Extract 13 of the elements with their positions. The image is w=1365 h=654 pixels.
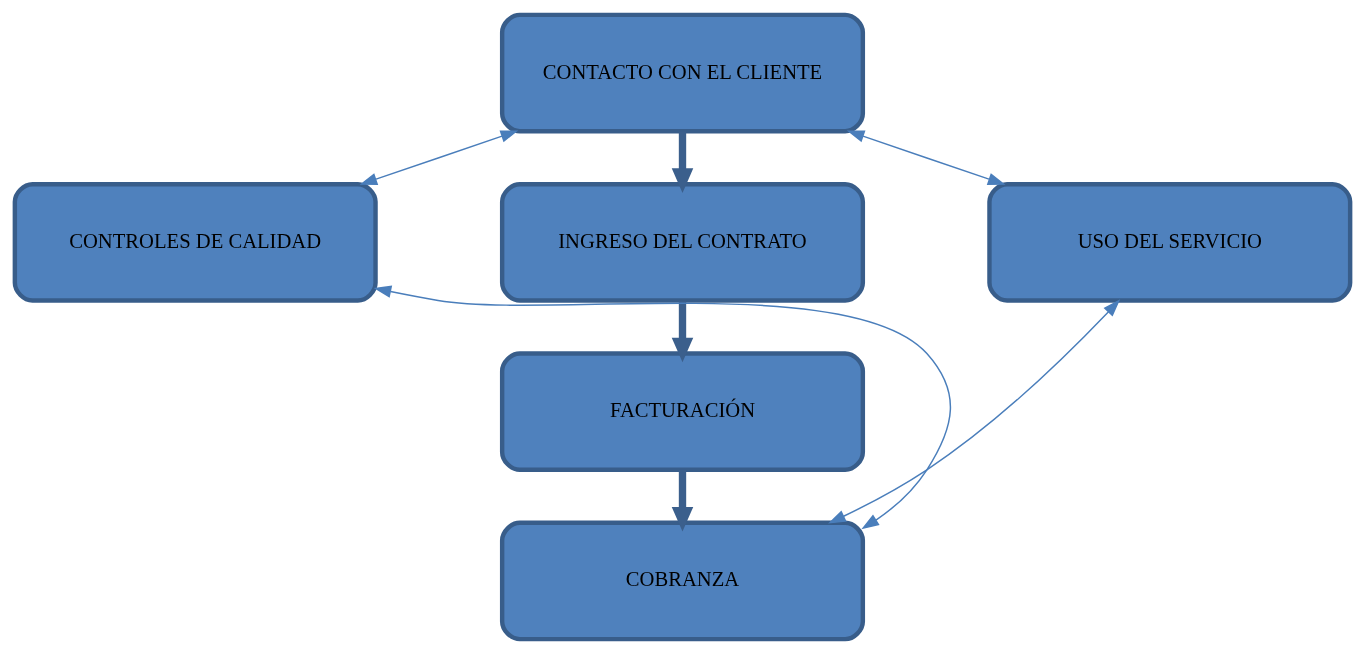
node-box: CONTACTO CON EL CLIENTE xyxy=(499,12,866,134)
arrow xyxy=(846,130,1006,185)
arrow xyxy=(828,299,1121,524)
arrow xyxy=(671,300,694,363)
arrow xyxy=(373,285,952,530)
arrow xyxy=(671,131,694,193)
arrow xyxy=(359,130,519,185)
node-box: INGRESO DEL CONTRATO xyxy=(499,182,866,303)
node-box: CONTROLES DE CALIDAD xyxy=(12,182,378,303)
arrow xyxy=(671,469,694,532)
node-box: FACTURACIÓN xyxy=(499,351,866,472)
node-box: COBRANZA xyxy=(499,520,866,642)
node-box: USO DEL SERVICIO xyxy=(987,182,1353,303)
